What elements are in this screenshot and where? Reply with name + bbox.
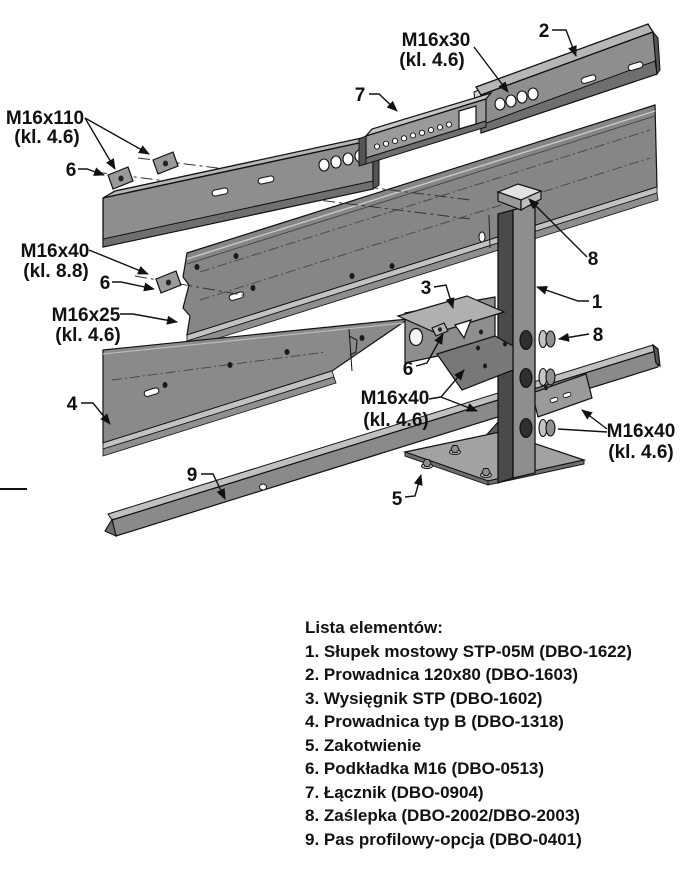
label-m16x40right-grade: (kl. 4.6) bbox=[608, 442, 673, 463]
washer-3 bbox=[155, 270, 182, 294]
label-m16x25-grade: (kl. 4.6) bbox=[55, 325, 120, 346]
leader-1 bbox=[536, 285, 589, 302]
rail-bolt-holes bbox=[494, 87, 539, 111]
parts-list-item: 8. Zaślepka (DBO-2002/DBO-2003) bbox=[305, 806, 580, 825]
washer-2 bbox=[152, 151, 179, 175]
leader-lines bbox=[78, 29, 608, 500]
parts-list-item: 2. Prowadnica 120x80 (DBO-1603) bbox=[305, 665, 579, 684]
leader-m16x110-a bbox=[84, 117, 116, 170]
bracket-bolt-dots bbox=[476, 329, 507, 369]
leader-m16x40-k88 bbox=[88, 249, 149, 275]
label-m16x30-grade: (kl. 4.6) bbox=[399, 50, 464, 71]
connector-holes bbox=[373, 121, 453, 150]
label-part-7: 7 bbox=[355, 85, 366, 106]
leader-3 bbox=[433, 284, 455, 309]
parts-list-item: 9. Pas profilowy-opcja (DBO-0401) bbox=[305, 829, 582, 849]
leader-m16x40-left-a bbox=[440, 369, 465, 398]
label-part-8a: 8 bbox=[588, 249, 599, 270]
label-part-6a: 6 bbox=[66, 160, 77, 181]
parts-list-title: Lista elementów: bbox=[305, 618, 443, 637]
parts-list-item: 1. Słupek mostowy STP-05M (DBO-1622) bbox=[305, 641, 632, 661]
connector-lacznik bbox=[358, 91, 493, 167]
label-m16x110-size: M16x110 bbox=[6, 108, 84, 129]
leader-6b bbox=[112, 281, 155, 292]
label-part-6b: 6 bbox=[100, 273, 111, 294]
leader-4 bbox=[81, 402, 111, 425]
callout-labels: M16x110 (kl. 4.6) M16x40 (kl. 8.8) M16x2… bbox=[6, 21, 675, 510]
leader-m16x40-right-b bbox=[557, 428, 608, 433]
bracket-wysiegnik bbox=[396, 295, 514, 391]
post-holes bbox=[519, 329, 533, 439]
label-m16x40left-grade: (kl. 4.6) bbox=[363, 410, 428, 431]
leader-6c bbox=[415, 333, 444, 367]
rail-top-left-segment bbox=[102, 132, 386, 248]
parts-list-item: 3. Wysięgnik STP (DBO-1602) bbox=[305, 688, 543, 708]
strip-end-plate bbox=[531, 373, 593, 418]
bolt-dots-middle bbox=[194, 253, 395, 291]
leader-2 bbox=[552, 29, 577, 57]
label-part-5: 5 bbox=[392, 489, 403, 510]
label-part-1: 1 bbox=[592, 292, 603, 313]
bolt-dots-front bbox=[162, 335, 365, 388]
leader-m16x25 bbox=[120, 313, 178, 325]
leader-m16x110-b bbox=[84, 117, 150, 155]
washers bbox=[107, 151, 182, 294]
parts-list-item: 4. Prowadnica typ B (DBO-1318) bbox=[305, 712, 564, 731]
label-part-8b: 8 bbox=[593, 325, 604, 346]
plug-bolt-caps bbox=[538, 329, 556, 438]
label-m16x40right-size: M16x40 bbox=[607, 421, 676, 442]
leader-m16x40-left-b bbox=[440, 396, 478, 412]
leader-m16x40-left-stem bbox=[428, 396, 442, 400]
parts-list-item: 6. Podkładka M16 (DBO-0513) bbox=[305, 759, 545, 778]
label-part-6c: 6 bbox=[403, 359, 414, 380]
label-m16x25-size: M16x25 bbox=[52, 305, 121, 326]
label-part-4: 4 bbox=[67, 394, 78, 415]
leader-9 bbox=[201, 473, 226, 500]
parts-list-item: 7. Łącznik (DBO-0904) bbox=[305, 782, 484, 802]
leader-7 bbox=[369, 93, 398, 112]
label-part-9: 9 bbox=[187, 465, 198, 486]
leader-8a bbox=[528, 198, 588, 258]
leader-m16x30 bbox=[473, 46, 509, 93]
guardrail-type-b bbox=[102, 318, 409, 457]
washer-1 bbox=[107, 166, 134, 190]
label-m16x40left-size: M16x40 bbox=[361, 388, 430, 409]
label-part-2: 2 bbox=[539, 21, 550, 42]
label-m16x40k88-grade: (kl. 8.8) bbox=[23, 261, 88, 282]
label-part-3: 3 bbox=[421, 278, 432, 299]
leader-m16x40-right-a bbox=[581, 409, 608, 430]
leader-8b bbox=[558, 332, 590, 342]
parts-list: Lista elementów: 1. Słupek mostowy STP-0… bbox=[305, 616, 685, 851]
label-m16x30-size: M16x30 bbox=[402, 30, 471, 51]
leader-6a bbox=[78, 167, 105, 176]
leader-5 bbox=[404, 474, 423, 498]
label-m16x110-grade: (kl. 4.6) bbox=[14, 127, 79, 148]
label-m16x40k88-size: M16x40 bbox=[21, 241, 90, 262]
parts-list-item: 5. Zakotwienie bbox=[305, 735, 422, 755]
exploded-guardrail-diagram: M16x110 (kl. 4.6) M16x40 (kl. 8.8) M16x2… bbox=[0, 21, 675, 538]
